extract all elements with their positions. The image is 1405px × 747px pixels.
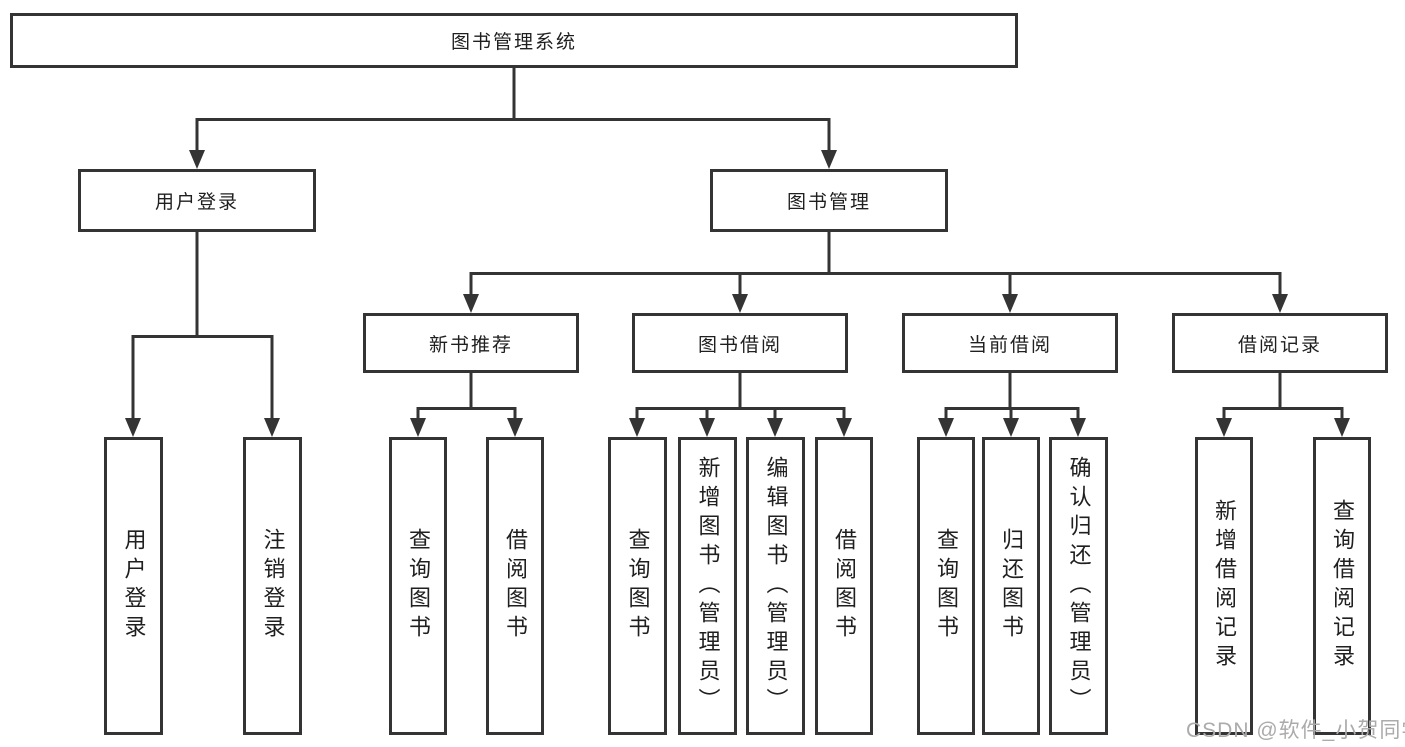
node-leaf-query-books-1: 查询图书 <box>389 437 447 735</box>
node-label: 查询图书 <box>406 528 431 644</box>
node-label: 查询图书 <box>625 528 651 644</box>
node-leaf-return-book: 归还图书 <box>982 437 1040 735</box>
node-leaf-edit-book-admin: 编辑图书（管理员） <box>746 437 805 735</box>
node-leaf-confirm-return-admin: 确认归还（管理员） <box>1049 437 1108 735</box>
node-label: 查询图书 <box>934 528 959 644</box>
node-leaf-query-books-3: 查询图书 <box>917 437 975 735</box>
node-leaf-query-books-2: 查询图书 <box>608 437 667 735</box>
node-label: 借阅图书 <box>503 528 528 644</box>
node-label: 当前借阅 <box>967 334 1052 356</box>
node-label: 图书借阅 <box>697 334 782 356</box>
csdn-watermark: CSDN @软件_小贺同学 <box>1186 719 1405 742</box>
node-label: 用户登录 <box>154 192 239 213</box>
node-label: 用户登录 <box>121 528 147 644</box>
node-label: 图书管理 <box>786 192 871 213</box>
node-leaf-query-borrow-record: 查询借阅记录 <box>1313 437 1371 735</box>
node-label: 图书管理系统 <box>450 32 577 53</box>
node-label: 借阅图书 <box>832 528 857 644</box>
node-borrow-records: 借阅记录 <box>1172 313 1388 373</box>
node-label: 编辑图书（管理员） <box>763 455 789 717</box>
node-leaf-add-borrow-record: 新增借阅记录 <box>1195 437 1253 735</box>
node-new-book-recommend: 新书推荐 <box>363 313 579 373</box>
node-book-borrowing: 图书借阅 <box>632 313 848 373</box>
node-label: 查询借阅记录 <box>1330 499 1355 673</box>
node-leaf-logout: 注销登录 <box>243 437 302 735</box>
node-leaf-user-login: 用户登录 <box>104 437 163 735</box>
node-current-borrowing: 当前借阅 <box>902 313 1118 373</box>
node-label: 注销登录 <box>260 528 286 644</box>
node-leaf-borrow-books-1: 借阅图书 <box>486 437 544 735</box>
node-label: 新增借阅记录 <box>1212 499 1237 673</box>
node-label: 新增图书（管理员） <box>695 455 721 717</box>
node-label: 借阅记录 <box>1237 334 1322 356</box>
node-label: 确认归还（管理员） <box>1066 455 1092 717</box>
node-leaf-borrow-books-2: 借阅图书 <box>815 437 873 735</box>
node-label: 新书推荐 <box>428 334 513 356</box>
node-user-login: 用户登录 <box>78 169 316 232</box>
node-leaf-add-book-admin: 新增图书（管理员） <box>678 437 737 735</box>
node-book-management: 图书管理 <box>710 169 948 232</box>
node-root-system: 图书管理系统 <box>10 13 1018 68</box>
node-label: 归还图书 <box>999 528 1024 644</box>
